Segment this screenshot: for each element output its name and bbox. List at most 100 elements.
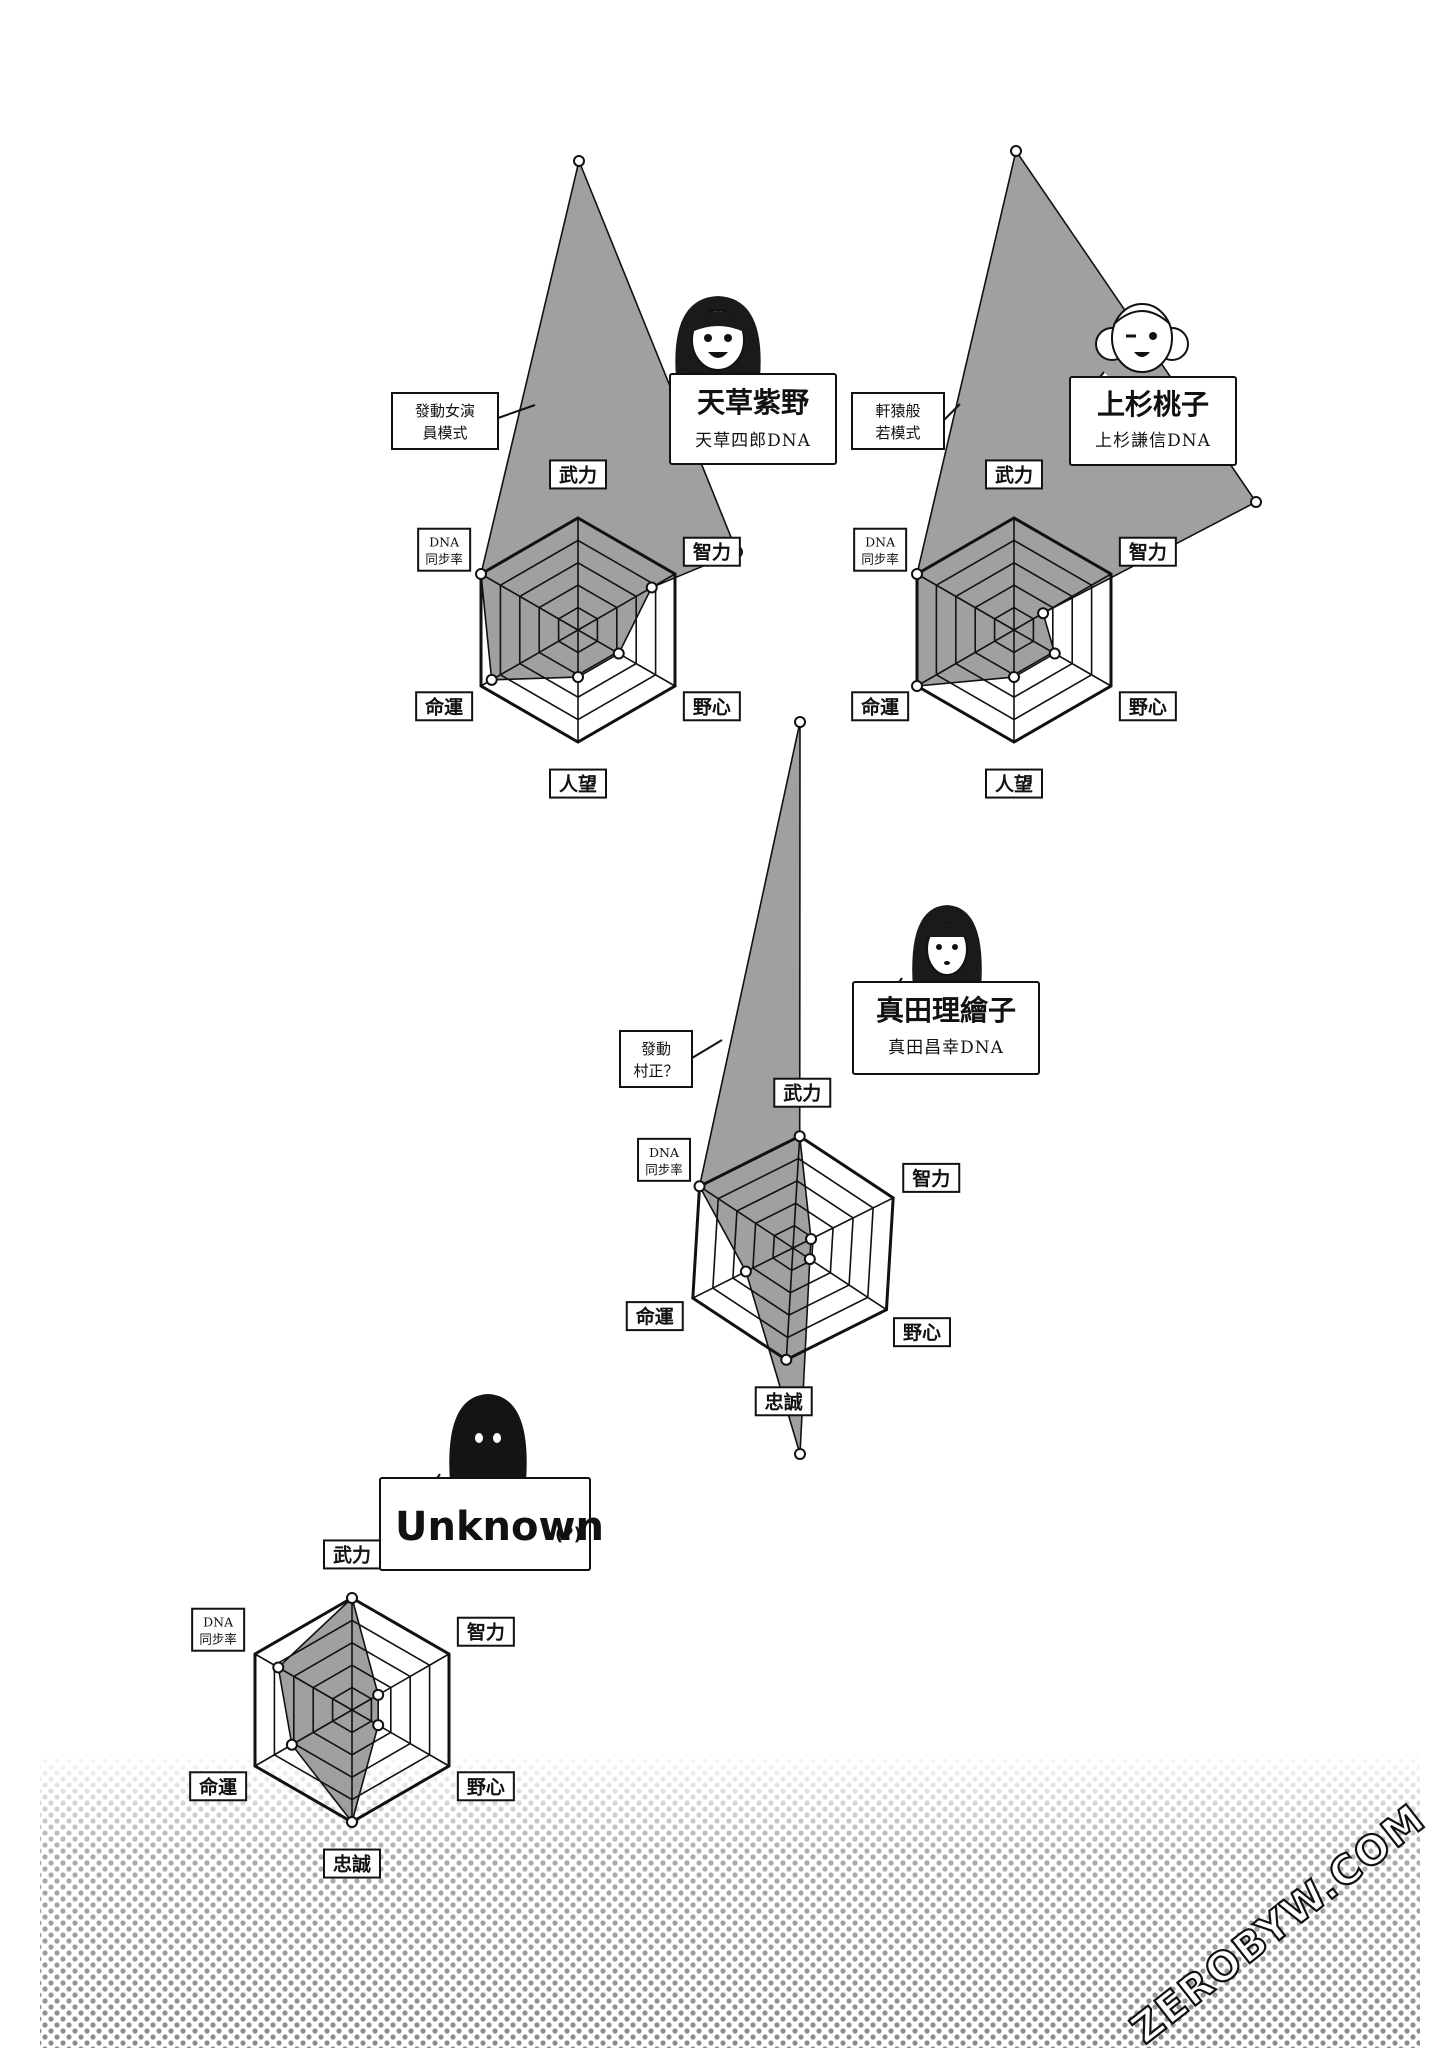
axis-label: 武力 [985, 459, 1043, 490]
axis-spoke [1013, 629, 1112, 687]
character-card-amakusa: 天草紫野 天草四郎DNA 發動女演 員模式 [391, 296, 837, 465]
name-box [669, 373, 837, 465]
axis-label-text: 野心 [693, 696, 731, 718]
axis-spoke [351, 1653, 450, 1711]
character-name: 天草紫野 [697, 386, 809, 419]
data-point [372, 1719, 385, 1732]
character-dna: 真田昌幸DNA [888, 1038, 1004, 1058]
note-box [391, 392, 499, 450]
data-point [794, 716, 806, 728]
data-area [698, 721, 812, 1455]
data-point [573, 155, 585, 167]
axis-label-text: DNA [649, 1145, 680, 1160]
axis-label: DNA 同步率 [637, 1137, 692, 1182]
axis-label-box [902, 1162, 961, 1193]
axis-label-text: DNA [429, 535, 460, 550]
portrait-icon [1095, 303, 1189, 373]
character-dna: (?) [555, 1524, 582, 1545]
character-name: Unknown [395, 1504, 604, 1550]
axis-label: 野心 [1118, 691, 1177, 722]
data-point [285, 1738, 298, 1751]
axis-label: 忠誠 [754, 1386, 813, 1417]
axis-label: 忠誠 [323, 1848, 381, 1879]
data-point [346, 1816, 358, 1828]
axis-label-text: 野心 [1129, 696, 1167, 718]
data-point [739, 1265, 752, 1278]
axis-label-text: 命運 [636, 1305, 674, 1328]
axis-label: 野心 [682, 691, 741, 722]
axis-label: 智力 [1118, 536, 1177, 567]
axis-label-text: 武力 [333, 1543, 371, 1566]
axis-label-box [415, 691, 474, 722]
data-point [1010, 145, 1022, 157]
axis-label-text: 人望 [995, 773, 1033, 796]
note-line-1: 發動 [641, 1040, 671, 1058]
axis-label-box [682, 536, 741, 567]
axis-label-text: 同步率 [199, 1632, 237, 1647]
axis-label-text: 同步率 [425, 552, 463, 567]
labels-layer: 武力智力野心人望命運DNA同步率武力智力野心人望命運DNA同步率武力智力野心忠誠… [189, 459, 1177, 1879]
axis-label: 人望 [985, 768, 1043, 799]
axis-label: 人望 [549, 768, 607, 799]
data-point [612, 647, 625, 660]
axis-label: 野心 [892, 1317, 951, 1348]
axis-label-text: 智力 [467, 1621, 505, 1644]
axis-label-box [189, 1771, 248, 1802]
axis-label-text: 同步率 [645, 1162, 683, 1177]
axis-spoke [916, 573, 1015, 631]
axis-label-text: 武力 [995, 463, 1033, 486]
data-point [485, 673, 498, 686]
radar-chart [691, 716, 895, 1460]
character-name: 真田理繪子 [876, 994, 1016, 1027]
note-line-2: 若模式 [875, 424, 920, 442]
axis-label: DNA 同步率 [417, 527, 472, 572]
axis-label-text: 人望 [559, 773, 597, 796]
axis-label-box [773, 1077, 832, 1108]
character-name: 上杉桃子 [1097, 388, 1209, 421]
axis-label-text: 智力 [1129, 541, 1167, 564]
screentone-background [40, 1750, 1420, 2048]
axis-label-text: DNA [865, 535, 896, 550]
note-line-2: 員模式 [422, 424, 467, 442]
axis-label-box [853, 527, 908, 572]
data-point [1037, 607, 1050, 620]
axis-label: 武力 [773, 1077, 832, 1108]
axis-spoke [785, 1247, 794, 1360]
name-box [852, 981, 1040, 1075]
axis-label-box [323, 1848, 381, 1879]
axis-label-box [851, 691, 910, 722]
note-box [619, 1030, 693, 1088]
axis-label-text: 命運 [425, 695, 463, 718]
data-point [780, 1353, 793, 1366]
axis-label: 武力 [549, 459, 607, 490]
data-point [793, 1130, 806, 1143]
data-point [372, 1688, 385, 1701]
name-box [1069, 376, 1237, 466]
axis-label-box [456, 1616, 515, 1647]
axis-label-box [1118, 691, 1177, 722]
data-point [1008, 671, 1020, 684]
axis-spoke [1013, 573, 1112, 631]
data-point [794, 1448, 806, 1460]
data-point [346, 1592, 358, 1604]
note-line-1: 發動女演 [415, 402, 475, 420]
axis-spoke [577, 573, 676, 631]
axis-label-text: 忠誠 [765, 1390, 803, 1413]
axis-spoke [792, 1136, 801, 1249]
axis-label-box [191, 1607, 246, 1652]
axis-label: 武力 [323, 1539, 381, 1570]
axis-label-text: 野心 [467, 1776, 505, 1798]
name-box [379, 1477, 591, 1571]
axis-label-text: 武力 [783, 1082, 821, 1105]
note-line-1: 軒猿般 [875, 402, 920, 420]
axis-label-box [682, 691, 741, 722]
data-point [803, 1253, 816, 1266]
axis-label: 命運 [189, 1771, 248, 1802]
axis-label: 命運 [625, 1301, 684, 1332]
axis-label-text: DNA [203, 1615, 234, 1630]
axis-label-text: 同步率 [861, 552, 899, 567]
axis-label: 命運 [415, 691, 474, 722]
axis-label-box [892, 1317, 951, 1348]
axis-label-text: 忠誠 [333, 1853, 371, 1876]
axis-spoke [254, 1709, 353, 1767]
